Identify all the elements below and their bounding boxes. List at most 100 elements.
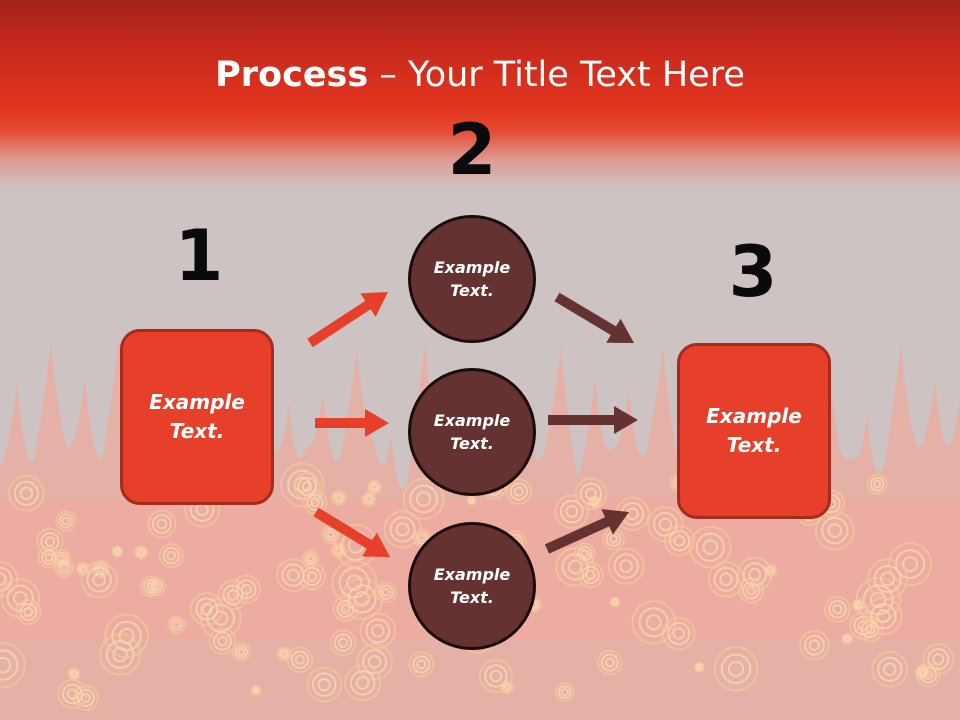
swirl-bubble — [661, 616, 696, 651]
swirl-bubble — [166, 550, 177, 561]
swirl-bubble — [57, 679, 88, 709]
swirl-bubble — [672, 627, 686, 640]
swirl-bubble — [381, 587, 391, 597]
swirl-bubble — [332, 595, 359, 622]
swirl-bubble — [367, 654, 382, 669]
swirl-bubble — [695, 663, 704, 672]
swirl-bubble — [916, 666, 929, 679]
swirl-bubble — [876, 609, 891, 624]
process-circle-bottom[interactable]: Example Text. — [408, 522, 536, 650]
swirl-bubble — [139, 575, 161, 597]
swirl-bubble — [331, 559, 378, 606]
swirl-bubble — [719, 572, 733, 587]
swirl-bubble — [367, 479, 382, 495]
swirl-bubble — [580, 549, 590, 558]
swirl-bubble — [748, 567, 762, 581]
swirl-bubble — [111, 545, 124, 558]
swirl-bubble — [290, 650, 310, 669]
swirl-bubble — [0, 656, 12, 674]
swirl-bubble — [832, 604, 843, 615]
swirl-bubble — [841, 632, 854, 645]
swirl-bubble — [509, 482, 528, 501]
swirl-bubble — [395, 522, 410, 537]
swirl-bubble — [502, 682, 512, 693]
swirl-bubble — [365, 495, 373, 503]
swirl-bubble — [707, 561, 745, 598]
swirl-bubble — [19, 486, 34, 501]
swirl-bubble — [866, 473, 888, 495]
swirl-bubble — [596, 649, 623, 676]
swirl-bubble — [869, 591, 887, 609]
step-box-3[interactable]: Example Text. — [677, 343, 831, 519]
title-bold: Process — [215, 55, 369, 95]
swirl-bubble — [888, 542, 933, 587]
swirl-bubble — [286, 646, 314, 674]
swirl-bubble — [922, 643, 955, 676]
swirl-bubble — [62, 683, 83, 705]
swirl-bubble — [234, 645, 249, 659]
swirl-bubble — [478, 658, 514, 694]
swirl-bubble — [294, 654, 305, 665]
swirl-bubble — [371, 624, 385, 638]
swirl-bubble — [44, 536, 56, 547]
process-circle-middle[interactable]: Example Text. — [408, 368, 536, 496]
swirl-bubble — [610, 598, 619, 606]
swirl-bubble — [0, 561, 19, 598]
swirl-bubble — [713, 566, 739, 592]
swirl-bubble — [416, 659, 427, 670]
swirl-bubble — [8, 474, 45, 512]
swirl-bubble — [335, 547, 342, 554]
swirl-bubble — [281, 563, 305, 587]
swirl-bubble — [304, 552, 317, 565]
step-box-1[interactable]: Example Text. — [120, 329, 274, 505]
swirl-bubble — [727, 660, 745, 677]
step-box-3-line1: Example — [706, 404, 802, 428]
swirl-bubble — [577, 545, 593, 562]
swirl-bubble — [895, 549, 926, 580]
swirl-bubble — [217, 635, 228, 647]
swirl-bubble — [58, 513, 73, 529]
swirl-bubble — [468, 496, 476, 505]
swirl-bubble — [658, 517, 673, 532]
swirl-bubble — [647, 506, 684, 543]
swirl-bubble — [469, 498, 475, 503]
swirl-bubble — [652, 511, 678, 537]
swirl-bubble — [880, 571, 896, 587]
swirl-bubble — [609, 534, 619, 544]
swirl-bubble — [59, 563, 69, 572]
swirl-bubble — [359, 612, 397, 650]
arrow-box1-to-circle-top — [307, 292, 388, 348]
swirl-bubble — [565, 505, 579, 518]
swirl-bubble — [66, 688, 79, 700]
swirl-bubble — [151, 514, 172, 535]
swirl-bubble — [344, 664, 382, 702]
swirl-bubble — [236, 579, 257, 600]
swirl-bubble — [275, 558, 311, 593]
swirl-bubble — [803, 634, 825, 656]
swirl-bubble — [645, 614, 662, 631]
swirl-bubble — [0, 572, 7, 586]
arrow-box1-to-circle-middle — [315, 409, 389, 437]
swirl-bubble — [383, 510, 422, 549]
swirl-bubble — [919, 669, 926, 676]
circle-bottom-line1: Example — [433, 565, 511, 584]
swirl-bubble — [306, 571, 318, 582]
swirl-bubble — [147, 509, 177, 539]
swirl-bubble — [80, 561, 118, 599]
swirl-bubble — [369, 481, 380, 493]
circle-top-line2: Text. — [450, 281, 494, 300]
slide-title[interactable]: Process – Your Title Text Here — [0, 52, 960, 98]
swirl-bubble — [363, 493, 375, 505]
header-band — [0, 0, 960, 190]
swirl-bubble — [361, 491, 377, 507]
swirl-bubble — [330, 490, 347, 506]
swirl-bubble — [927, 648, 950, 671]
swirl-bubble — [118, 627, 135, 645]
swirl-bubble — [872, 480, 882, 489]
step-number-3: 3 — [728, 231, 778, 313]
swirl-bubble — [607, 547, 645, 585]
swirl-bubble — [713, 646, 759, 692]
process-circle-top[interactable]: Example Text. — [408, 215, 536, 343]
swirl-bubble — [902, 556, 919, 573]
swirl-bubble — [104, 613, 149, 659]
